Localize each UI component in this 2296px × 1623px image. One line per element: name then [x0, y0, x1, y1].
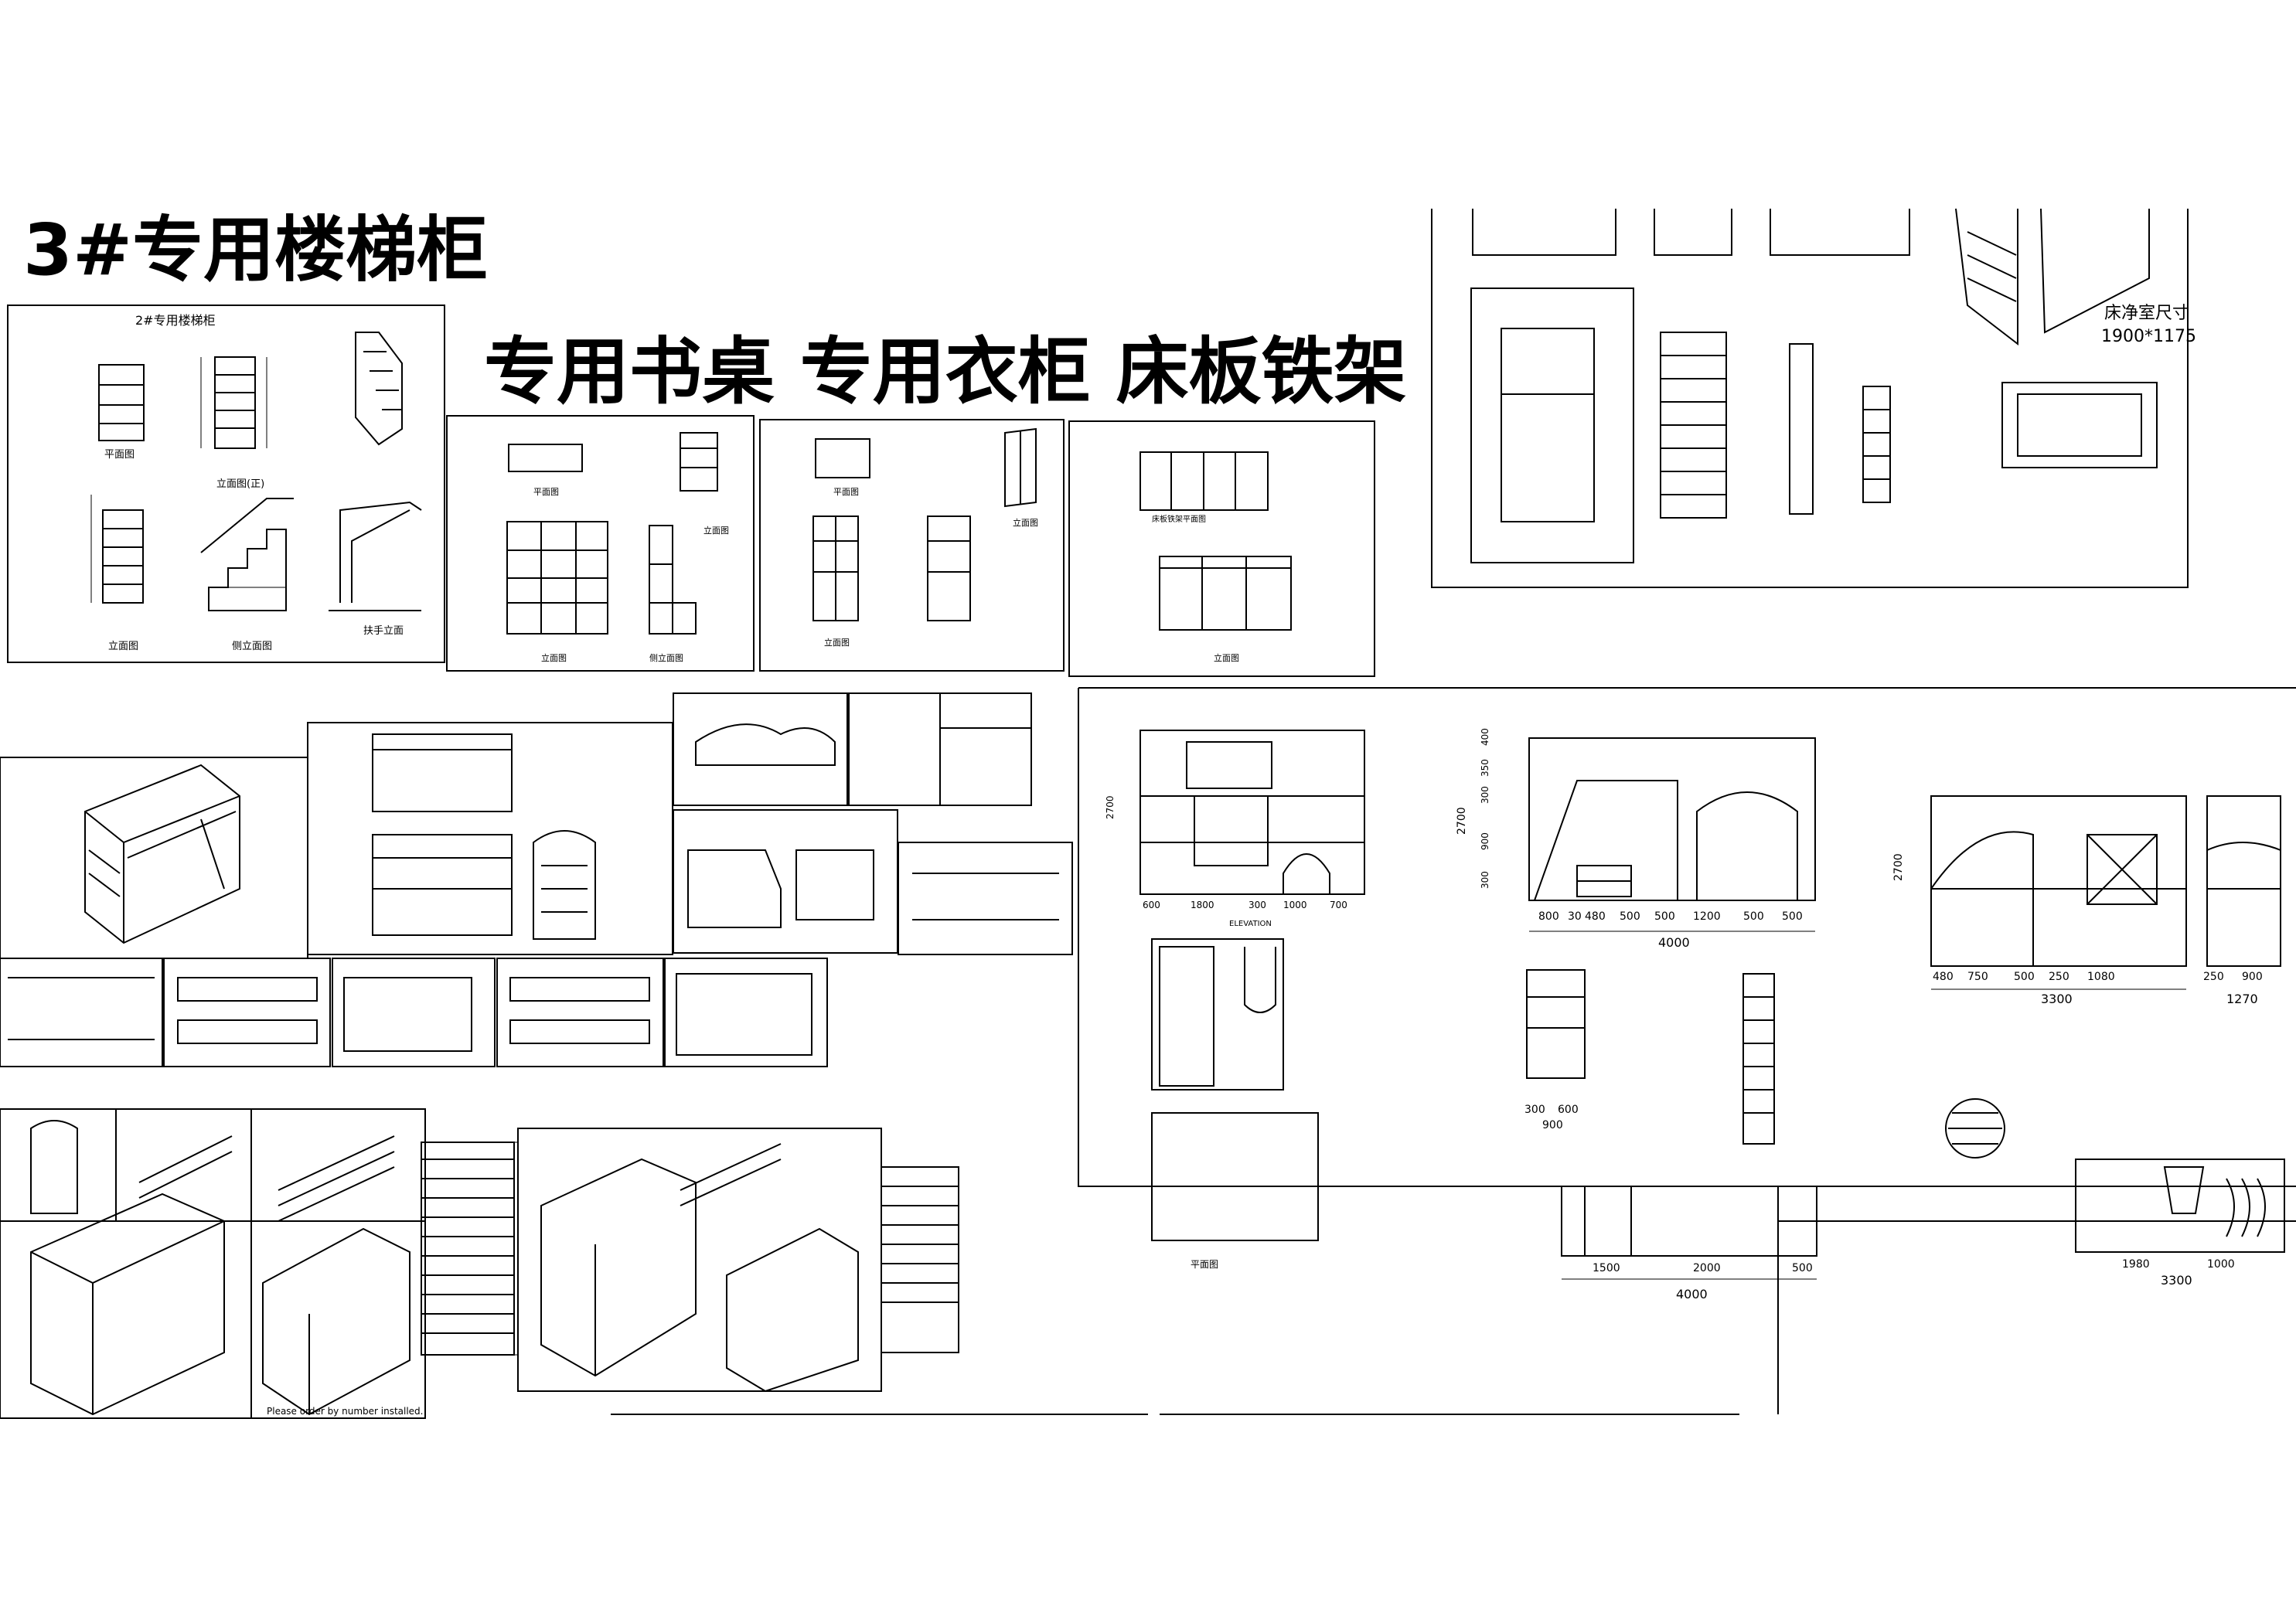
elev-dim-b-0: 800: [1538, 910, 1559, 923]
elev-dim-b-4: 500: [1654, 910, 1675, 923]
right-dim-4: 1080: [2087, 971, 2115, 983]
elev-height-b-2: 300: [1480, 786, 1490, 804]
stair-cabinet-title: 3#专用楼梯柜: [23, 209, 489, 291]
desk-label-3: 立面图: [703, 525, 729, 536]
stair-label-0: 平面图: [104, 449, 135, 461]
elev-dim-b-7: 500: [1782, 910, 1803, 923]
lower-right-dim-0: 1980: [2122, 1258, 2150, 1271]
right-dim-3: 250: [2049, 971, 2069, 983]
elev-dim-a-0: 600: [1143, 900, 1160, 910]
right-dim2-1: 900: [2242, 971, 2263, 983]
bunk-elevation-sheet-right: 600 1800 300 1000 700 ELEVATION 2700 800…: [1078, 687, 2296, 1414]
wardrobe-panel: 平面图 立面图 立面图: [759, 419, 1065, 672]
top-right-sheet: 床净室尺寸 1900*1175: [1431, 208, 2196, 588]
right-dim-1: 750: [1967, 971, 1988, 983]
right-total2: 1270: [2226, 992, 2258, 1006]
wardrobe-label-2: 立面图: [1013, 517, 1038, 528]
bed-frame-panel: 床板铁架平面图 立面图: [1068, 420, 1375, 677]
bed-label-1: 立面图: [1214, 652, 1239, 663]
assembly-drawings: Please order by number installed.: [0, 1108, 1739, 1419]
stair-label-3: 侧立面图: [232, 641, 272, 652]
desk-label-2: 侧立面图: [649, 652, 683, 663]
plan-tag: 平面图: [1191, 1259, 1218, 1270]
elev-dim-a-2: 300: [1248, 900, 1266, 910]
elev-dim-b-5: 1200: [1693, 910, 1721, 923]
detail-sheets: [673, 692, 1073, 955]
left-height-0: 2700: [1105, 795, 1116, 819]
bottom-total: 4000: [1676, 1287, 1708, 1301]
bottom-dim-2: 500: [1792, 1262, 1813, 1274]
elev-dim-a-3: 1000: [1283, 900, 1307, 910]
bottom-dim-0: 1500: [1593, 1262, 1620, 1274]
right-dim-0: 480: [1933, 971, 1954, 983]
lower-right-total: 3300: [2161, 1273, 2192, 1288]
bed-label-0: 床板铁架平面图: [1152, 514, 1206, 524]
wardrobe-label-1: 立面图: [824, 637, 850, 648]
lower-right-dim-1: 1000: [2207, 1258, 2235, 1271]
bed-net-size-value: 1900*1175: [2101, 327, 2196, 346]
desk-wardrobe-frame-title: 专用书桌 专用衣柜 床板铁架: [484, 330, 1407, 414]
elev-total-b: 4000: [1658, 935, 1690, 950]
elev-height-b-0: 400: [1480, 728, 1490, 746]
bed-net-size-label: 床净室尺寸: [2104, 304, 2189, 323]
desk-label-1: 立面图: [541, 652, 567, 663]
desk-panel: 平面图 立面图 侧立面图 立面图: [446, 415, 755, 672]
elev-dim-a-4: 700: [1330, 900, 1347, 910]
right-dim2-0: 250: [2203, 971, 2224, 983]
stair-label-1: 立面图(正): [216, 478, 264, 490]
bottom-dim-1: 2000: [1693, 1262, 1721, 1274]
board-strip-row: [0, 958, 828, 1067]
elev-tag: ELEVATION: [1229, 920, 1272, 928]
side-dim-1: 600: [1558, 1104, 1579, 1116]
mid-height-0: 2700: [1456, 807, 1468, 835]
side-total: 900: [1542, 1119, 1563, 1131]
elev-dim-a-1: 1800: [1191, 900, 1214, 910]
stair-label-2: 立面图: [108, 641, 138, 652]
assembly-note: Please order by number installed.: [267, 1406, 423, 1417]
elev-dim-b-3: 500: [1620, 910, 1640, 923]
elev-height-b-1: 350: [1480, 759, 1490, 777]
elev-dim-b-1: 30: [1568, 910, 1582, 923]
iso-bunk-drawing: [0, 757, 308, 959]
wardrobe-label-0: 平面图: [833, 487, 859, 497]
right-height-0: 2700: [1892, 853, 1905, 881]
elev-dim-b-6: 500: [1743, 910, 1764, 923]
elev-height-b-4: 300: [1480, 871, 1490, 889]
side-dim-0: 300: [1524, 1104, 1545, 1116]
stair-cabinet-panel: 2#专用楼梯柜 平面图 立面图(正) 立面图 侧立面图 扶手立面: [7, 305, 445, 663]
stair-panel-heading: 2#专用楼梯柜: [135, 313, 216, 328]
bunk-elevation-sheet: [307, 722, 673, 955]
desk-label-0: 平面图: [533, 487, 559, 497]
elev-height-b-3: 900: [1480, 832, 1490, 850]
right-total: 3300: [2041, 992, 2073, 1006]
right-dim-2: 500: [2014, 971, 2035, 983]
elev-dim-b-2: 480: [1585, 910, 1606, 923]
stair-label-4: 扶手立面: [363, 625, 404, 637]
